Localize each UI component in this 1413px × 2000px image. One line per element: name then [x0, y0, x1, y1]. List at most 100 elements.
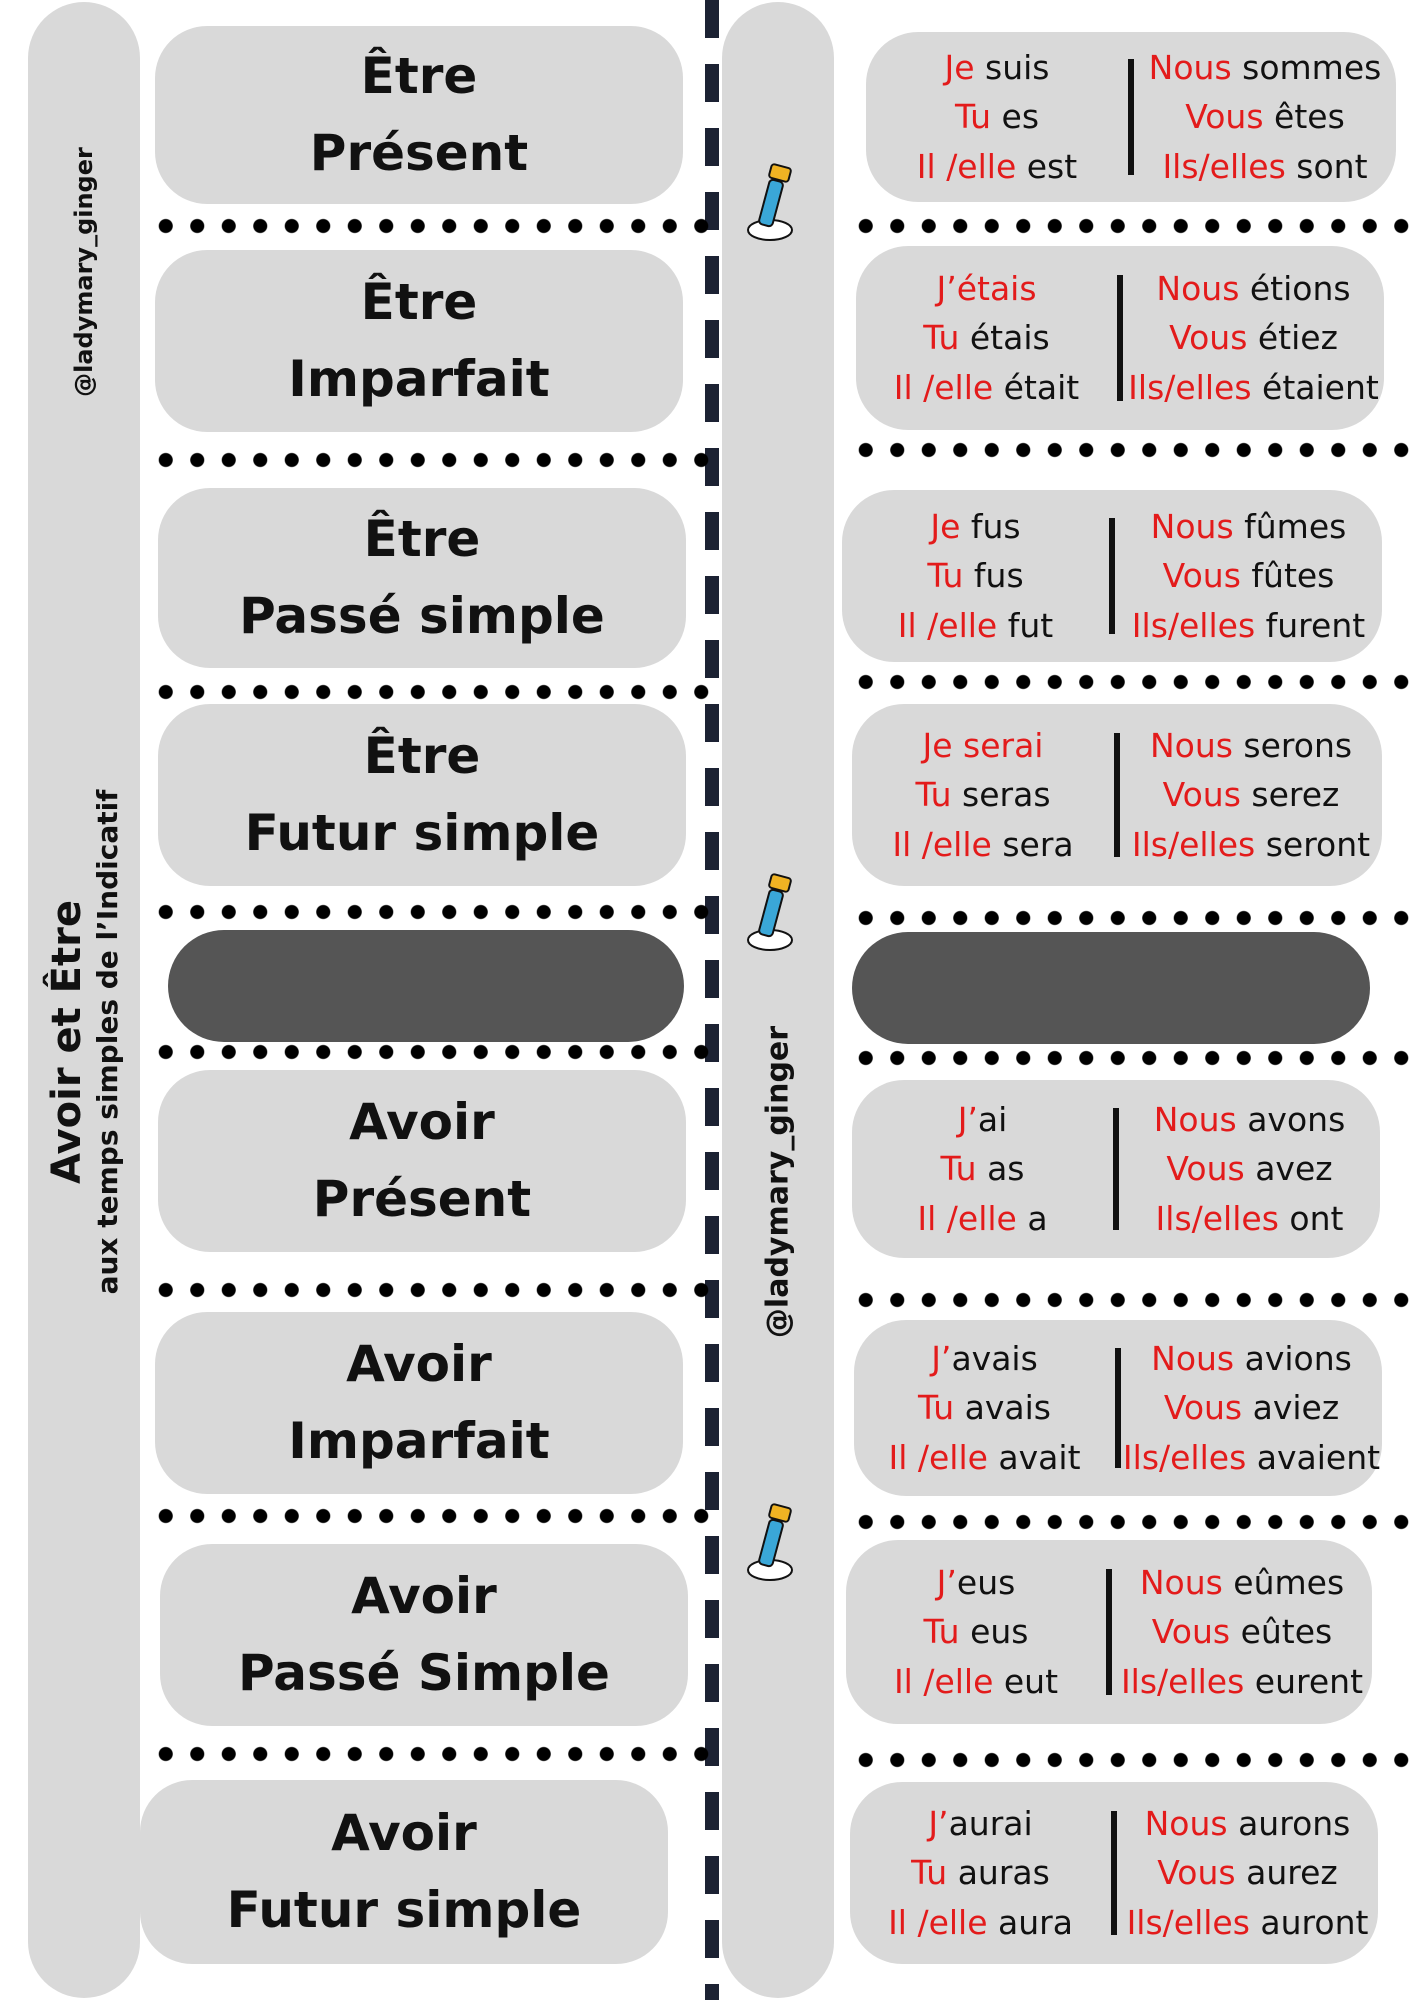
dotted-separator — [150, 218, 710, 234]
conjugation-line: Vous êtes — [1185, 97, 1345, 137]
plural-column: Nous avions Vous aviez Ils/elles avaient — [1121, 1334, 1382, 1483]
conjugation-line: Tu auras — [911, 1853, 1050, 1893]
tense-name: Futur simple — [226, 1881, 582, 1939]
conjugation-line: Ils/elles sont — [1162, 146, 1368, 186]
left-strip-title-block: Avoir et Être aux temps simples de l’Ind… — [43, 790, 125, 1295]
conjugation-line: Je suis — [944, 47, 1050, 87]
conjugation-line: Nous avions — [1151, 1338, 1352, 1378]
title-card-etre-futur-simple: Être Futur simple — [158, 704, 686, 886]
conjugation-line: Je fus — [930, 506, 1021, 546]
conjugation-line: Ils/elles eurent — [1120, 1661, 1364, 1701]
conjugation-card-etre-present: Je suis Tu es Il /elle est Nous sommes V… — [866, 32, 1396, 202]
conjugation-line: Vous étiez — [1169, 318, 1338, 358]
conjugation-line: Tu avais — [918, 1388, 1051, 1428]
conjugation-line: J’avais — [931, 1338, 1038, 1378]
conjugation-line: J’ai — [957, 1099, 1008, 1139]
conjugation-line: J’aurai — [928, 1803, 1033, 1843]
conjugation-line: Il /elle sera — [892, 824, 1074, 864]
dotted-separator — [150, 684, 710, 700]
left-strip-subtitle: aux temps simples de l’Indicatif — [91, 789, 125, 1295]
conjugation-line: Vous fûtes — [1162, 556, 1335, 596]
title-card-avoir-imparfait: Avoir Imparfait — [155, 1312, 683, 1494]
dotted-separator — [850, 910, 1410, 926]
conjugation-line: Tu as — [940, 1149, 1025, 1189]
singular-column: J’eus Tu eus Il /elle eut — [846, 1558, 1106, 1707]
dotted-separator — [150, 452, 710, 468]
verb-name: Être — [363, 509, 481, 568]
verb-name: Être — [360, 46, 478, 105]
pushpin-icon — [747, 163, 793, 241]
plural-column: Nous sommes Vous êtes Ils/elles sont — [1134, 43, 1396, 192]
conjugation-card-avoir-passe-simple: J’eus Tu eus Il /elle eut Nous eûmes Vou… — [846, 1540, 1372, 1724]
conjugation-line: Vous aurez — [1157, 1853, 1338, 1893]
conjugation-card-avoir-futur-simple: J’aurai Tu auras Il /elle aura Nous auro… — [850, 1782, 1378, 1964]
conjugation-line: Il /elle était — [893, 367, 1080, 407]
plural-column: Nous avons Vous avez Ils/elles ont — [1119, 1095, 1380, 1244]
conjugation-line: Ils/elles avaient — [1122, 1437, 1381, 1477]
center-strip-handle: @ladymary_ginger — [760, 1025, 796, 1339]
plural-column: Nous aurons Vous aurez Ils/elles auront — [1117, 1799, 1378, 1948]
conjugation-line: Ils/elles ont — [1155, 1198, 1344, 1238]
column-divider — [1111, 1811, 1117, 1935]
conjugation-line: Vous eûtes — [1151, 1612, 1333, 1652]
verb-name: Être — [363, 726, 481, 785]
tense-name: Imparfait — [288, 1412, 550, 1470]
singular-column: Je suis Tu es Il /elle est — [866, 43, 1128, 192]
plural-column: Nous eûmes Vous eûtes Ils/elles eurent — [1112, 1558, 1372, 1707]
column-divider — [1106, 1569, 1112, 1695]
left-strip: @ladymary_ginger Avoir et Être aux temps… — [28, 2, 140, 1998]
conjugation-line: Ils/elles seront — [1131, 824, 1371, 864]
plural-column: Nous étions Vous étiez Ils/elles étaient — [1123, 264, 1384, 413]
conjugation-card-avoir-imparfait: J’avais Tu avais Il /elle avait Nous avi… — [854, 1320, 1382, 1496]
tense-name: Passé Simple — [238, 1644, 610, 1702]
dotted-separator — [850, 442, 1410, 458]
conjugation-line: Nous étions — [1156, 268, 1351, 308]
verb-name: Être — [360, 272, 478, 331]
title-card-avoir-passe-simple: Avoir Passé Simple — [160, 1544, 688, 1726]
dotted-separator — [150, 1746, 710, 1762]
title-card-etre-present: Être Présent — [155, 26, 683, 204]
conjugation-line: J’eus — [936, 1562, 1016, 1602]
conjugation-line: Nous serons — [1149, 725, 1353, 765]
title-card-avoir-futur-simple: Avoir Futur simple — [140, 1780, 668, 1964]
conjugation-line: Tu étais — [923, 318, 1050, 358]
pushpin-icon — [747, 873, 793, 951]
dotted-separator — [150, 1508, 710, 1524]
title-card-etre-imparfait: Être Imparfait — [155, 250, 683, 432]
conjugation-line: Nous eûmes — [1139, 1562, 1345, 1602]
singular-column: Je fus Tu fus Il /elle fut — [842, 502, 1109, 651]
center-strip: @ladymary_ginger — [722, 2, 834, 1998]
conjugation-line: Ils/elles auront — [1126, 1902, 1369, 1942]
dotted-separator — [850, 1292, 1410, 1308]
conjugation-line: Ils/elles étaient — [1128, 367, 1379, 407]
left-strip-title: Avoir et Être — [44, 900, 91, 1184]
tense-name: Passé simple — [239, 587, 605, 645]
dotted-separator — [850, 1752, 1410, 1768]
conjugation-line: Vous serez — [1162, 775, 1340, 815]
verb-name: Avoir — [346, 1334, 492, 1393]
conjugation-line: Il /elle eut — [893, 1661, 1059, 1701]
conjugation-card-etre-passe-simple: Je fus Tu fus Il /elle fut Nous fûmes Vo… — [842, 490, 1382, 662]
title-card-etre-passe-simple: Être Passé simple — [158, 488, 686, 668]
conjugation-line: Vous aviez — [1163, 1388, 1340, 1428]
dotted-separator — [850, 674, 1410, 690]
conjugation-line: Nous avons — [1153, 1099, 1346, 1139]
conjugation-line: Je serai — [922, 725, 1044, 765]
conjugation-line: Vous avez — [1166, 1149, 1333, 1189]
column-divider — [1113, 1108, 1119, 1230]
conjugation-line: Il /elle avait — [888, 1437, 1081, 1477]
singular-column: J’aurai Tu auras Il /elle aura — [850, 1799, 1111, 1948]
conjugation-card-etre-futur-simple: Je serai Tu seras Il /elle sera Nous ser… — [852, 704, 1382, 886]
conjugation-line: Il /elle a — [917, 1198, 1048, 1238]
cut-line — [705, 0, 719, 2000]
conjugation-line: Nous fûmes — [1150, 506, 1347, 546]
blank-divider-card — [168, 930, 684, 1042]
singular-column: J’ai Tu as Il /elle a — [852, 1095, 1113, 1244]
conjugation-line: Il /elle aura — [888, 1902, 1073, 1942]
title-card-avoir-present: Avoir Présent — [158, 1070, 686, 1252]
verb-name: Avoir — [331, 1803, 477, 1862]
column-divider — [1114, 733, 1120, 857]
conjugation-line: Nous sommes — [1148, 47, 1382, 87]
blank-divider-card — [852, 932, 1370, 1044]
conjugation-line: Tu fus — [927, 556, 1024, 596]
